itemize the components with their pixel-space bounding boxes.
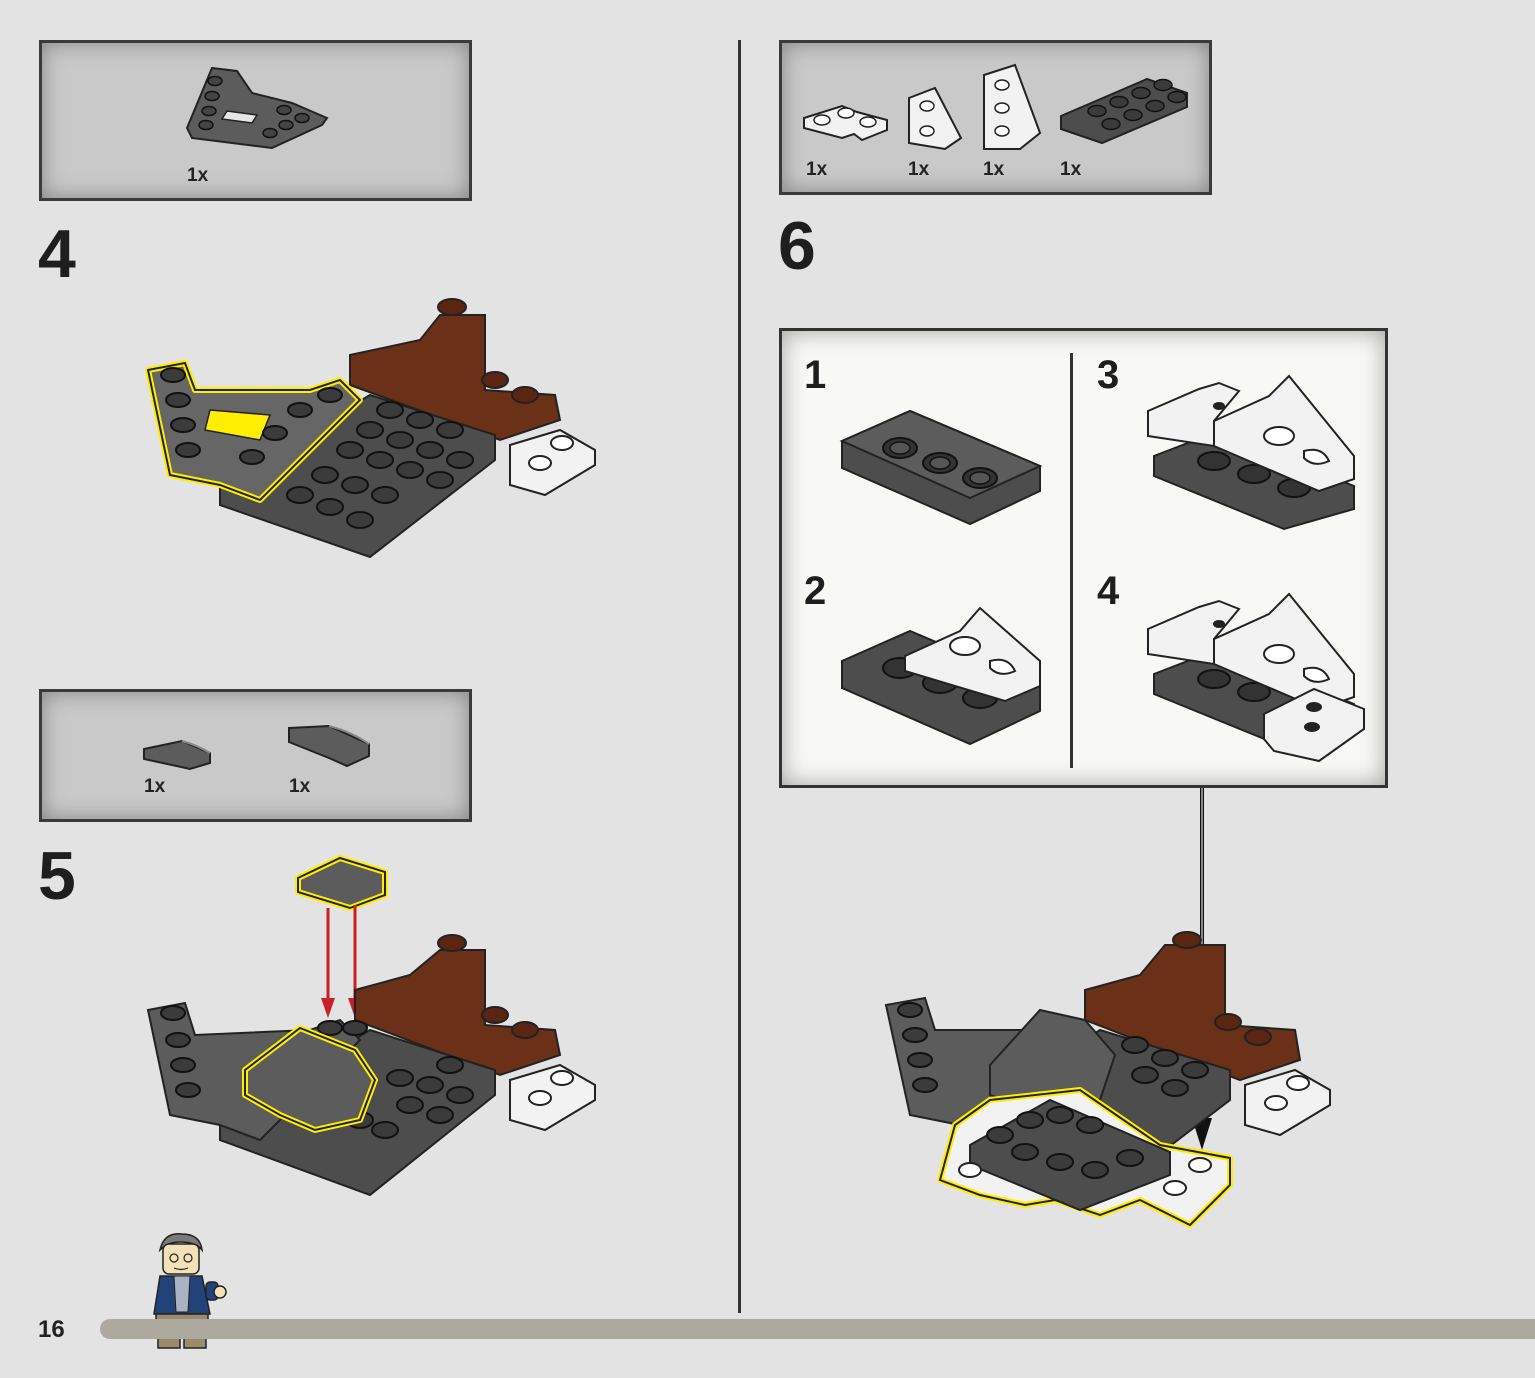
substep-4-illustration bbox=[1147, 592, 1365, 763]
part-qty: 1x bbox=[908, 159, 930, 180]
step-6-assembly-illustration bbox=[884, 931, 1331, 1228]
white-wedge-plate-left-part-icon bbox=[908, 86, 963, 151]
white-corner-plate-part-icon bbox=[803, 104, 888, 142]
part-qty: 1x bbox=[289, 776, 311, 797]
page-number: 16 bbox=[38, 1316, 65, 1343]
column-divider bbox=[738, 40, 741, 1313]
substep-1-illustration bbox=[839, 409, 1043, 526]
substep-number: 1 bbox=[804, 353, 827, 397]
step-number: 6 bbox=[778, 208, 816, 284]
substep-number: 4 bbox=[1097, 569, 1120, 613]
dark-gray-plate-part-icon bbox=[1060, 77, 1188, 145]
white-wedge-plate-right-part-icon bbox=[983, 63, 1042, 150]
step-5-assembly-illustration bbox=[146, 855, 596, 1197]
part-qty: 1x bbox=[806, 159, 828, 180]
step-number: 4 bbox=[38, 216, 76, 292]
parts-box-step-6: 1x 1x 1x 1x bbox=[779, 40, 1212, 195]
part-qty: 1x bbox=[144, 776, 166, 797]
part-qty: 1x bbox=[1060, 159, 1082, 180]
parts-box-step-4: 1x bbox=[39, 40, 472, 201]
step-number: 5 bbox=[38, 838, 76, 914]
part-qty: 1x bbox=[187, 165, 209, 186]
sub-assembly-box: 1 2 3 4 bbox=[779, 328, 1388, 788]
step-4-assembly-illustration bbox=[145, 298, 596, 559]
substep-number: 2 bbox=[804, 569, 827, 613]
page-progress-bar bbox=[100, 1319, 1535, 1339]
curved-slope-large-part-icon bbox=[288, 724, 370, 768]
substep-number: 3 bbox=[1097, 353, 1120, 397]
substep-3-illustration bbox=[1147, 374, 1355, 531]
parts-box-step-5: 1x 1x bbox=[39, 689, 472, 822]
substep-2-illustration bbox=[841, 606, 1041, 746]
curved-slope-small-part-icon bbox=[143, 739, 211, 771]
part-qty: 1x bbox=[983, 159, 1005, 180]
sub-assembly-divider bbox=[1070, 353, 1073, 768]
wedge-plate-part-icon bbox=[185, 66, 329, 150]
